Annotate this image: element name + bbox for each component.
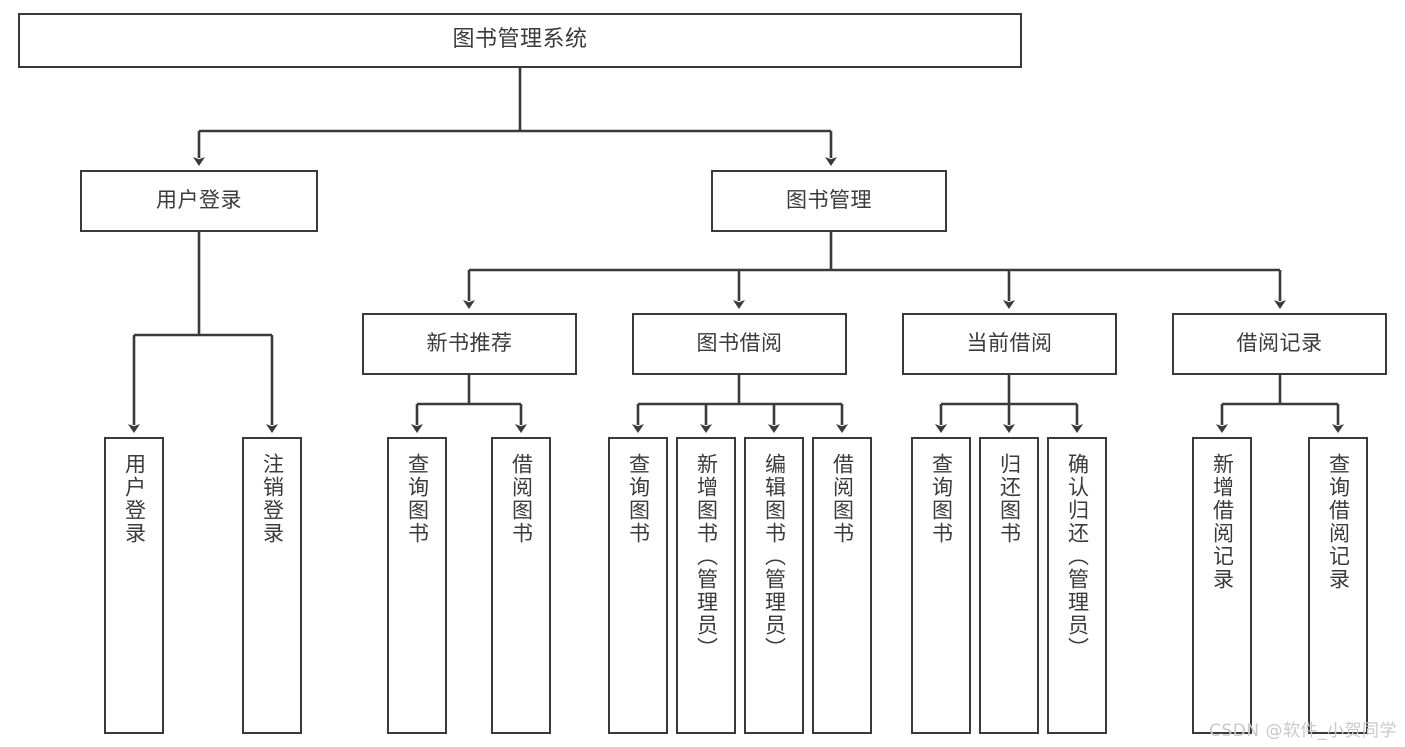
node-book-borrow-label: 图书借阅 <box>696 331 783 356</box>
leaf-current-return-book[interactable]: 归还图书 <box>979 437 1039 734</box>
node-current-borrow-label: 当前借阅 <box>966 331 1053 356</box>
leaf-new-book-query-label: 查询图书 <box>405 453 430 545</box>
leaf-borrow-edit-book[interactable]: 编辑图书（管理员） <box>744 437 804 734</box>
node-book-management-label: 图书管理 <box>786 188 872 213</box>
node-book-borrow[interactable]: 图书借阅 <box>632 313 847 375</box>
node-user-login-label: 用户登录 <box>156 188 242 213</box>
leaf-current-query-book[interactable]: 查询图书 <box>911 437 971 734</box>
leaf-current-query-book-label: 查询图书 <box>929 453 954 545</box>
leaf-borrow-borrow-book[interactable]: 借阅图书 <box>812 437 872 734</box>
node-borrow-record[interactable]: 借阅记录 <box>1172 313 1387 375</box>
leaf-borrow-add-book[interactable]: 新增图书（管理员） <box>676 437 736 734</box>
leaf-user-login-logout[interactable]: 注销登录 <box>242 437 302 734</box>
leaf-new-book-borrow[interactable]: 借阅图书 <box>491 437 551 734</box>
leaf-record-add-label: 新增借阅记录 <box>1210 453 1235 591</box>
leaf-record-query-label: 查询借阅记录 <box>1326 453 1351 591</box>
leaf-borrow-edit-book-label: 编辑图书（管理员） <box>762 453 787 660</box>
node-root-system-label: 图书管理系统 <box>452 27 588 53</box>
leaf-current-confirm-return[interactable]: 确认归还（管理员） <box>1047 437 1107 734</box>
leaf-borrow-add-book-label: 新增图书（管理员） <box>694 453 719 660</box>
leaf-borrow-borrow-book-label: 借阅图书 <box>830 453 855 545</box>
leaf-record-query[interactable]: 查询借阅记录 <box>1308 437 1368 734</box>
leaf-borrow-query-book[interactable]: 查询图书 <box>608 437 668 734</box>
leaf-new-book-borrow-label: 借阅图书 <box>509 453 534 545</box>
leaf-user-login-login[interactable]: 用户登录 <box>104 437 164 734</box>
node-current-borrow[interactable]: 当前借阅 <box>902 313 1117 375</box>
leaf-new-book-query[interactable]: 查询图书 <box>387 437 447 734</box>
leaf-borrow-query-book-label: 查询图书 <box>626 453 651 545</box>
leaf-record-add[interactable]: 新增借阅记录 <box>1192 437 1252 734</box>
node-new-book-recommend[interactable]: 新书推荐 <box>362 313 577 375</box>
leaf-user-login-logout-label: 注销登录 <box>260 453 285 545</box>
leaf-current-confirm-return-label: 确认归还（管理员） <box>1065 453 1090 660</box>
node-book-management[interactable]: 图书管理 <box>711 170 947 232</box>
node-borrow-record-label: 借阅记录 <box>1236 331 1323 356</box>
node-user-login[interactable]: 用户登录 <box>80 170 318 232</box>
node-root-system[interactable]: 图书管理系统 <box>18 13 1022 68</box>
leaf-current-return-book-label: 归还图书 <box>997 453 1022 545</box>
leaf-user-login-login-label: 用户登录 <box>122 453 147 545</box>
node-new-book-recommend-label: 新书推荐 <box>426 331 513 356</box>
